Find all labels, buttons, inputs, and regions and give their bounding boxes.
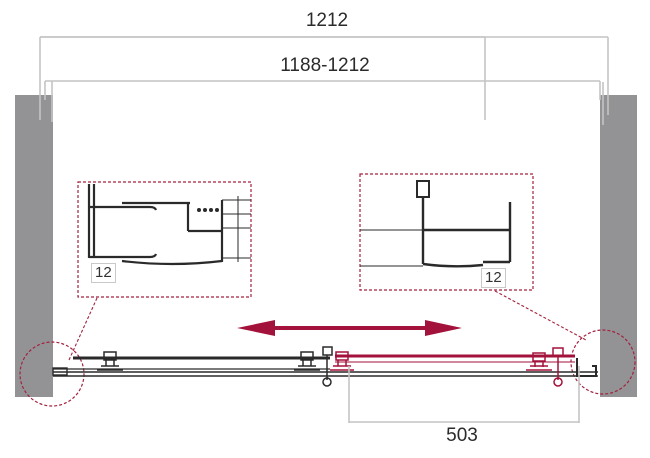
sliding-panel-rollers — [330, 347, 564, 387]
opening-width-label: 503 — [446, 425, 478, 446]
left-detail-frame — [77, 181, 252, 298]
detail-leader-lines — [68, 290, 587, 361]
overall-dimension-line — [39, 36, 486, 120]
right-end-profile — [576, 358, 597, 377]
left-profile-thickness-label: 12 — [91, 263, 116, 283]
overall-dimension-line-full — [40, 36, 609, 115]
opening-dimension-line — [348, 366, 580, 423]
door-track — [52, 356, 598, 377]
fixed-panel-rollers — [97, 346, 333, 387]
left-callout-circle — [19, 341, 85, 407]
adjustable-dimension-line — [44, 80, 604, 125]
sliding-direction-arrow — [237, 320, 462, 336]
right-profile-thickness-label: 12 — [481, 268, 506, 288]
adjustable-range-label: 1188-1212 — [280, 55, 370, 76]
right-detail-frame — [359, 173, 534, 291]
right-wall — [600, 95, 637, 397]
overall-width-label: 1212 — [305, 10, 349, 31]
left-wall — [15, 95, 53, 397]
